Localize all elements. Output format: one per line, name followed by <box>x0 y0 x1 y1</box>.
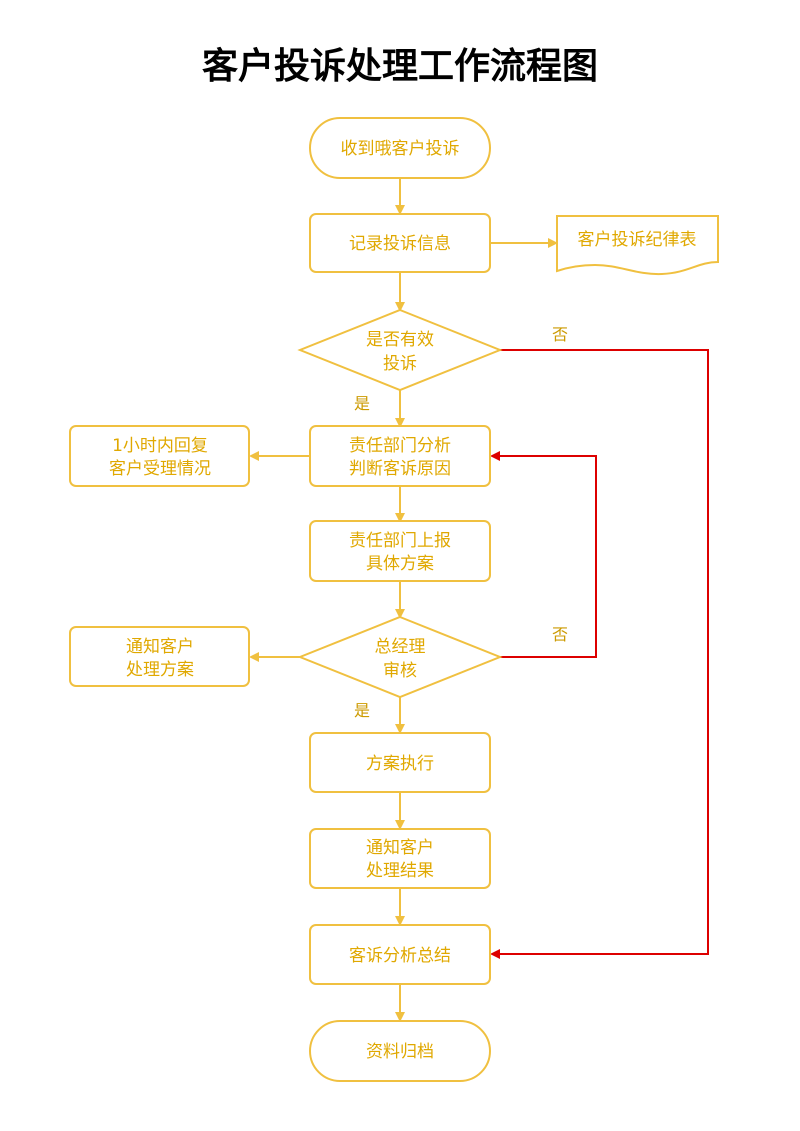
node-record-label: 记录投诉信息 <box>349 234 451 254</box>
node-review-label-1: 总经理 <box>375 637 426 657</box>
edge-label-yes-2: 是 <box>354 701 370 720</box>
edge-label-yes-1: 是 <box>354 394 370 413</box>
node-start-label: 收到哦客户投诉 <box>341 139 460 159</box>
node-reply <box>69 425 250 487</box>
node-record <box>309 213 491 273</box>
node-analyze-label-1: 责任部门分析 <box>349 436 451 456</box>
node-start <box>309 117 491 179</box>
node-notify-plan <box>69 626 250 687</box>
node-reply-label-1: 1小时内回复 <box>112 436 208 456</box>
node-review <box>297 615 503 699</box>
node-analyze-label-2: 判断客诉原因 <box>349 459 451 479</box>
node-archive-label: 资料归档 <box>366 1042 434 1062</box>
node-notify-plan-label-2: 处理方案 <box>126 660 194 680</box>
node-valid <box>297 308 503 392</box>
node-execute-label: 方案执行 <box>366 754 434 774</box>
node-archive <box>309 1020 491 1082</box>
edges-main <box>249 178 558 1022</box>
node-notify-result-label-1: 通知客户 <box>366 838 434 858</box>
edge-review-no-analyze <box>490 451 597 658</box>
node-notify-result-label-2: 处理结果 <box>366 861 434 881</box>
node-summary-label: 客诉分析总结 <box>349 946 451 966</box>
edge-label-no-2: 否 <box>552 625 568 644</box>
edge-valid-no-summary <box>490 349 709 959</box>
edges-reject <box>490 349 709 959</box>
edge-label-no-1: 否 <box>552 325 568 344</box>
node-report-label-1: 责任部门上报 <box>349 531 451 551</box>
node-valid-label-1: 是否有效 <box>366 330 434 350</box>
node-review-label-2: 审核 <box>383 661 417 681</box>
node-doc <box>556 215 719 276</box>
node-notify-plan-label-1: 通知客户 <box>126 637 194 657</box>
node-report-label-2: 具体方案 <box>366 554 434 574</box>
node-execute <box>309 732 491 793</box>
page-title: 客户投诉处理工作流程图 <box>202 46 598 87</box>
node-reply-label-2: 客户受理情况 <box>109 459 211 479</box>
node-summary <box>309 924 491 985</box>
node-notify-result <box>309 828 491 889</box>
node-analyze <box>309 425 491 487</box>
node-valid-label-2: 投诉 <box>383 354 417 374</box>
node-doc-label: 客户投诉纪律表 <box>578 230 697 250</box>
node-report <box>309 520 491 582</box>
